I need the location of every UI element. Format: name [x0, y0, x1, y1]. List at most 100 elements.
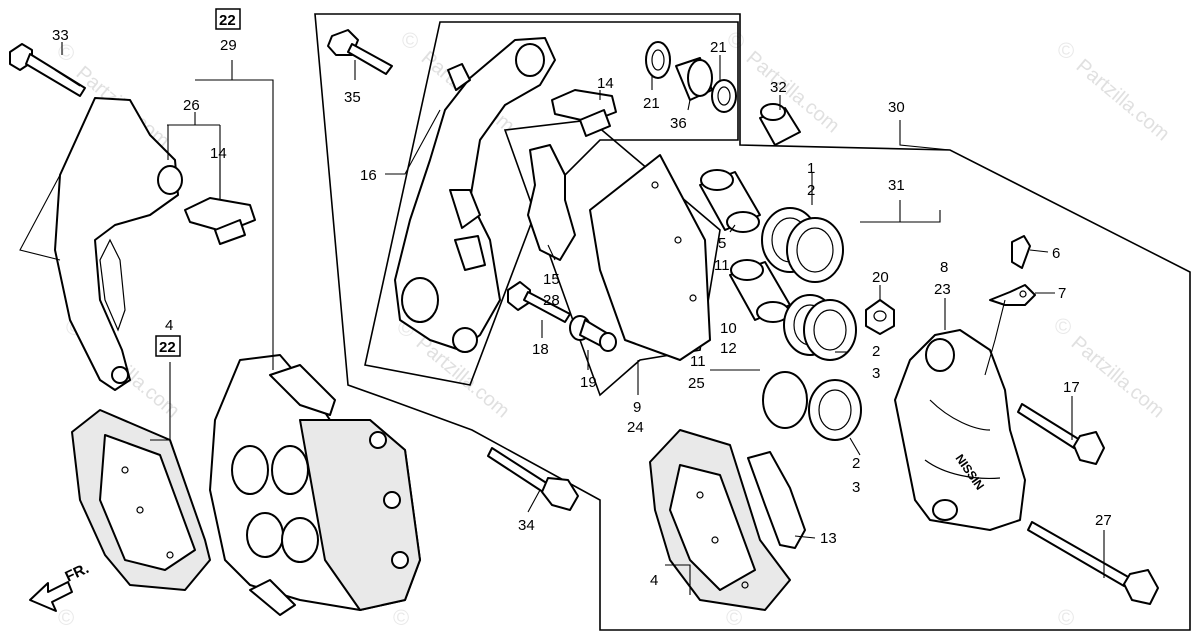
bolt-head-icon: [1073, 431, 1105, 465]
bleeder-icon: [1011, 235, 1031, 269]
copyright-symbol: ©: [58, 605, 74, 630]
callout-36: 36: [670, 115, 687, 132]
callout-20: 20: [872, 269, 889, 286]
spring-plate-icon: [527, 144, 576, 261]
piston-5: [699, 169, 761, 233]
pad-spring-15: [527, 144, 576, 261]
clip-tab-icon: [579, 109, 611, 137]
bearing-face-icon: [687, 59, 713, 97]
leader-line: [860, 210, 941, 223]
pin-bolt-27: [1027, 521, 1159, 605]
seal-ring-icon: [808, 379, 862, 441]
pad-hole-icon: [696, 491, 704, 499]
callout-25: 25: [688, 375, 705, 392]
shim-hole-icon: [674, 236, 682, 244]
seal-set-middle: [783, 294, 857, 361]
callout-31: 31: [888, 177, 905, 194]
callout-15: 15: [543, 271, 560, 288]
caliper-boss-icon: [932, 499, 958, 521]
caliper-bracket-16: [394, 37, 556, 353]
collar-end-icon: [760, 103, 786, 121]
callout-5: 5: [718, 235, 726, 252]
bracket-eye-icon: [452, 327, 478, 353]
callout-32: 32: [770, 79, 787, 96]
callout-22-boxed: 22: [219, 12, 236, 29]
callout-12: 12: [720, 340, 737, 357]
callout-3: 3: [872, 365, 880, 382]
mount-hole-icon: [383, 491, 401, 509]
pin-shank-icon: [523, 291, 571, 323]
direction-label: FR.: [63, 560, 92, 586]
pad-clip-14-left: [184, 197, 256, 245]
piston-face-icon: [730, 259, 764, 281]
clip-7: [989, 284, 1036, 306]
piston-10: [729, 259, 791, 323]
pad-hole-icon: [166, 551, 174, 559]
bolt-shank-icon: [347, 43, 393, 75]
collar-32: [759, 103, 801, 146]
seal-inner-icon: [818, 389, 852, 431]
nut-icon: [865, 299, 895, 335]
callout-29: 29: [220, 37, 237, 54]
callout-2: 2: [852, 455, 860, 472]
piston-bore-icon: [246, 512, 284, 558]
bracket-cutout-icon: [449, 189, 481, 229]
pad-hole-icon: [741, 581, 749, 589]
piston-bore-icon: [231, 445, 269, 495]
shim-hole-icon: [651, 181, 659, 189]
piston-bore-icon: [281, 517, 319, 563]
seal-inner-icon: [651, 49, 665, 71]
pad-hole-icon: [711, 536, 719, 544]
callout-box: [215, 8, 241, 30]
bracket-boss-icon: [401, 277, 439, 323]
callout-box: [155, 335, 181, 357]
callout-6: 6: [1052, 245, 1060, 262]
callout-14: 14: [210, 145, 227, 162]
callout-21: 21: [710, 39, 727, 56]
bolt-shank-icon: [1027, 521, 1131, 587]
caliper-contour-icon: [924, 459, 1001, 480]
clip-icon: [184, 197, 256, 233]
pad-hole-icon: [121, 466, 129, 474]
thread-line: [54, 69, 81, 87]
callout-4: 4: [165, 317, 173, 334]
seal-ring-icon: [803, 299, 857, 361]
callout-35: 35: [344, 89, 361, 106]
callout-1: 1: [807, 160, 815, 177]
callout-16: 16: [360, 167, 377, 184]
callout-28: 28: [543, 292, 560, 309]
boot-end-icon: [599, 332, 617, 352]
copyright-symbol: ©: [1058, 605, 1074, 630]
seal-ring-icon: [786, 217, 844, 283]
caliper-housing-icon: [894, 329, 1026, 531]
callout-7: 7: [1058, 285, 1066, 302]
bleeder-cap-20: [865, 299, 895, 335]
callout-10: 10: [720, 320, 737, 337]
bracket-subassembly-frame: [364, 21, 739, 386]
pad-spring-13: [747, 451, 806, 549]
callout-23: 23: [934, 281, 951, 298]
bracket-pin-icon: [157, 165, 183, 195]
bracket-eye-icon: [515, 43, 545, 77]
bolt-head-icon: [1123, 569, 1159, 605]
shim-9: [589, 154, 711, 361]
callout-21: 21: [643, 95, 660, 112]
pin-18: [507, 281, 571, 323]
caliper-boss-icon: [925, 338, 955, 372]
seal-inner-icon: [796, 227, 834, 273]
copyright-symbol: ©: [728, 28, 744, 53]
callout-33: 33: [52, 27, 69, 44]
callout-labels: 33 22 29 26 14 4 22 35 16 14 21 21 36 32…: [52, 8, 1112, 589]
mount-boss-icon: [249, 579, 296, 616]
callout-11: 11: [690, 353, 706, 370]
clip-tab-icon: [214, 219, 246, 245]
seal-set-lower: [762, 371, 862, 441]
callout-13: 13: [820, 530, 837, 547]
caliper-body-left: [209, 354, 421, 616]
spring-plate-icon: [747, 451, 806, 549]
callout-14: 14: [597, 75, 614, 92]
callout-3: 3: [852, 479, 860, 496]
boot-19: [569, 315, 617, 352]
seal-ring-icon: [711, 79, 737, 113]
